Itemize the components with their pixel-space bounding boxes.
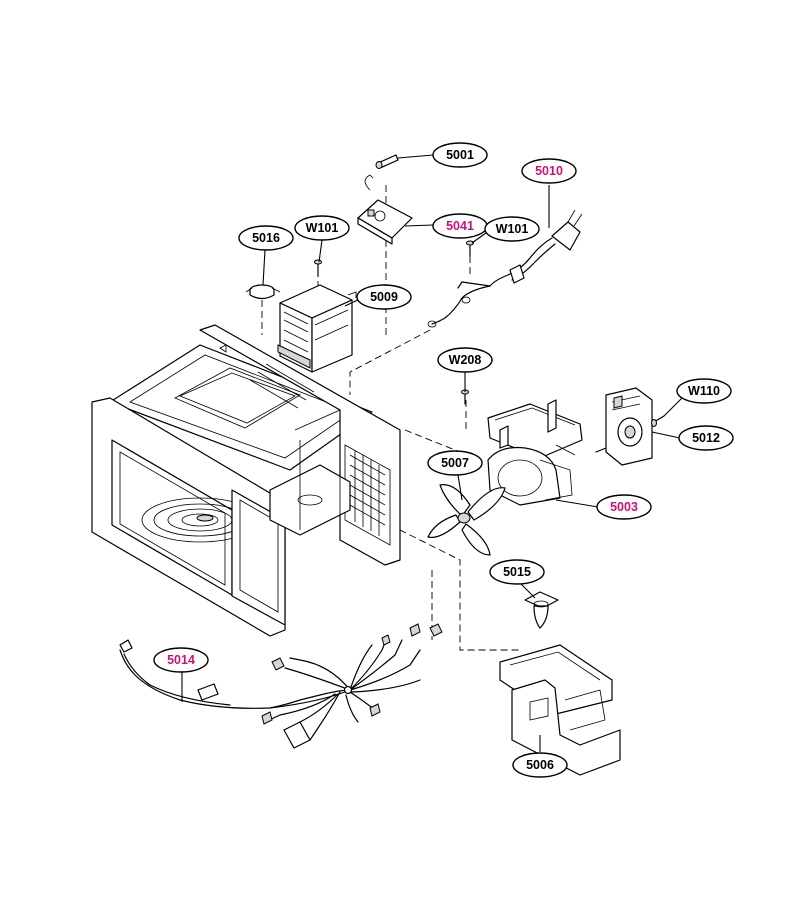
callout-5006: 5006 — [512, 752, 568, 778]
callout-w101-left: W101 — [294, 215, 350, 241]
callout-5016: 5016 — [238, 225, 294, 251]
fan-motor-5012 — [595, 387, 653, 466]
callout-w101-right: W101 — [484, 216, 540, 242]
callout-label: 5010 — [535, 164, 563, 178]
callout-label: 5015 — [503, 565, 531, 579]
callout-5010: 5010 — [521, 158, 577, 184]
screw-w110 — [651, 415, 665, 427]
callout-label: 5014 — [167, 653, 195, 667]
callout-5014: 5014 — [153, 647, 209, 673]
screw-w101-left — [314, 259, 322, 277]
callout-5007: 5007 — [427, 450, 483, 476]
callout-label: 5041 — [446, 219, 474, 233]
callout-w208: W208 — [437, 347, 493, 373]
transformer-5009 — [277, 284, 357, 373]
screw-w101-right — [466, 240, 474, 257]
callout-label: W101 — [306, 221, 339, 235]
callout-5015: 5015 — [489, 559, 545, 585]
thermostat-5016 — [245, 284, 281, 300]
callout-label: 5012 — [692, 431, 720, 445]
power-cord-5010 — [427, 209, 583, 328]
callout-label: 5016 — [252, 231, 280, 245]
callout-label: 5001 — [446, 148, 474, 162]
noise-filter-board-5041 — [357, 174, 413, 245]
fan-bracket-5003 — [487, 399, 583, 506]
air-guide-5006 — [499, 644, 621, 776]
callout-label: 5006 — [526, 758, 554, 772]
callout-5041: 5041 — [432, 213, 488, 239]
cavity-chassis — [91, 324, 401, 637]
callout-5012: 5012 — [678, 425, 734, 451]
fan-blade-5007 — [427, 484, 506, 556]
callout-label: 5003 — [610, 500, 638, 514]
callout-label: W110 — [688, 384, 720, 398]
callout-label: W208 — [449, 353, 482, 367]
wire-harness-5014 — [119, 623, 443, 749]
callout-5003: 5003 — [596, 494, 652, 520]
callout-label: W101 — [496, 222, 529, 236]
callout-label: 5007 — [441, 456, 469, 470]
callout-5009: 5009 — [356, 284, 412, 310]
fuse-5001 — [375, 154, 399, 169]
callout-label: 5009 — [370, 290, 398, 304]
lamp-5015 — [524, 591, 559, 629]
screw-w208 — [461, 389, 469, 405]
callout-w110: W110 — [676, 378, 732, 404]
callout-5001: 5001 — [432, 142, 488, 168]
